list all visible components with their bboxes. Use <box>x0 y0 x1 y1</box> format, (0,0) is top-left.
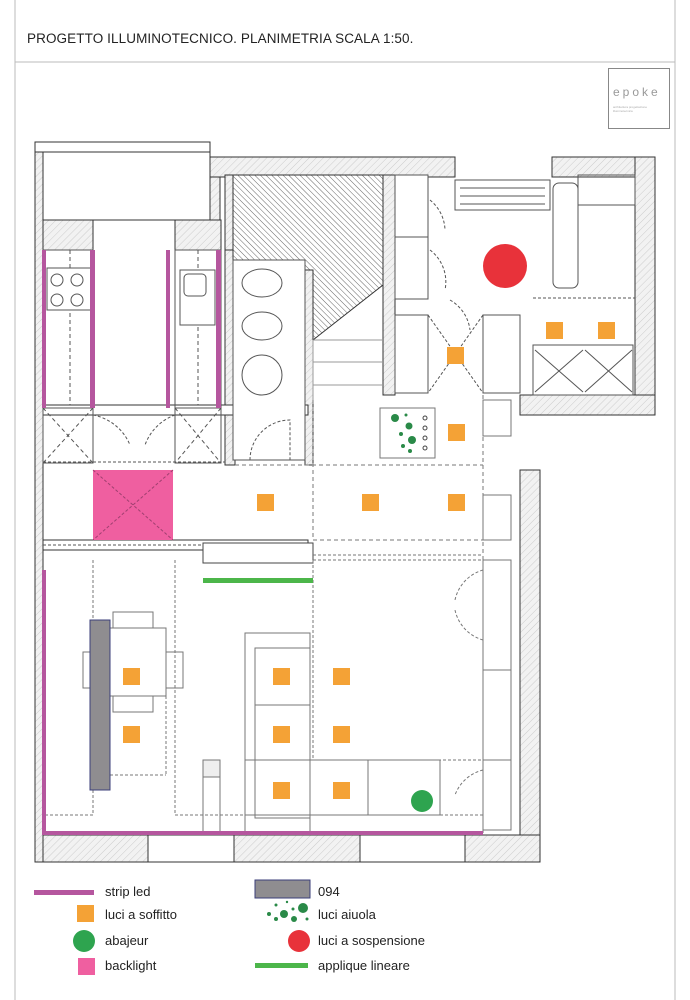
legend-ceiling-light-icon <box>77 905 94 922</box>
aiuola-lights <box>391 413 416 453</box>
living-area <box>45 395 512 835</box>
kitchen <box>42 249 225 546</box>
logo: epoke architettura progettazione illumin… <box>608 68 670 129</box>
balcony <box>42 151 211 221</box>
legend-label-backlight: backlight <box>105 958 157 973</box>
legend-label-suspension: luci a sospensione <box>318 933 425 948</box>
suspension-light <box>483 244 527 288</box>
stairs <box>312 339 383 400</box>
legend-strip-led-icon <box>34 890 94 895</box>
item-094 <box>89 619 111 791</box>
legend-aiuola-icon <box>267 900 309 922</box>
legend-label-ceiling-light: luci a soffitto <box>105 907 178 922</box>
legend-backlight-icon <box>78 958 95 975</box>
legend-label-strip-led: strip led <box>105 884 151 899</box>
linear-applique <box>203 578 313 583</box>
ceiling-lights <box>123 322 615 799</box>
logo-text: epoke <box>613 85 661 99</box>
legend-label-aiuola: luci aiuola <box>318 907 376 922</box>
legend-suspension-icon <box>288 930 310 952</box>
page-frame <box>14 0 676 1000</box>
page-title: PROGETTO ILLUMINOTECNICO. PLANIMETRIA SC… <box>27 31 414 46</box>
legend-label-abajeur: abajeur <box>105 933 149 948</box>
abajeur <box>411 790 433 812</box>
strip-leds <box>42 250 483 835</box>
legend-applique-icon <box>255 963 308 968</box>
legend-094-icon <box>254 879 311 899</box>
legend-label-094: 094 <box>318 884 340 899</box>
legend-abajeur-icon <box>73 930 95 952</box>
legend-label-applique: applique lineare <box>318 958 410 973</box>
bathroom <box>232 259 306 461</box>
logo-subtitle: architettura progettazione illuminotecni… <box>613 105 648 113</box>
